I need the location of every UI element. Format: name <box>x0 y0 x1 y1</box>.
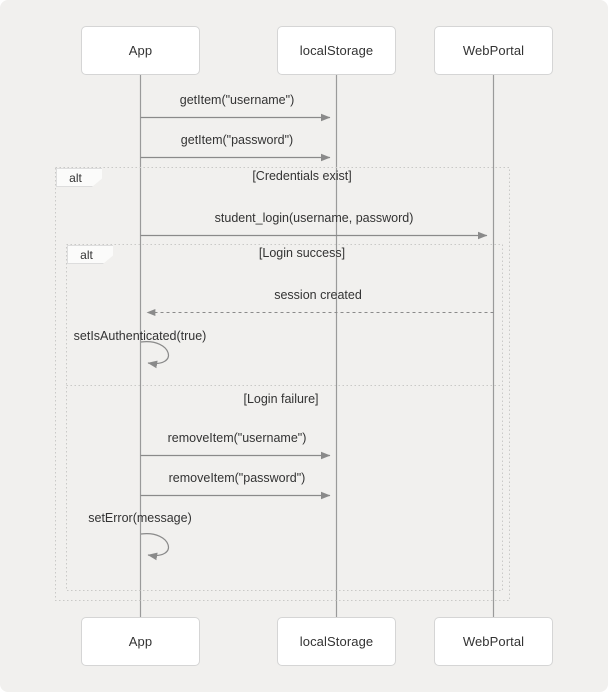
participant-box-app-top[interactable]: App <box>81 26 200 75</box>
fragment-alt-outer <box>55 167 510 601</box>
fragment-condition-credentials-exist: [Credentials exist] <box>252 169 352 183</box>
participant-box-webportal-top[interactable]: WebPortal <box>434 26 553 75</box>
message-arrow-set-error <box>140 533 169 561</box>
fragment-tag-alt-outer-label: alt <box>69 170 82 185</box>
fragment-tag-alt-inner-label: alt <box>80 247 93 262</box>
fragment-condition-login-success: [Login success] <box>258 246 346 260</box>
message-label-getitem-username: getItem("username") <box>179 93 295 107</box>
participant-box-localstorage-top[interactable]: localStorage <box>277 26 396 75</box>
participant-label-localstorage-top: localStorage <box>299 43 374 58</box>
participant-label-localstorage-bottom: localStorage <box>299 634 374 649</box>
message-arrows <box>140 113 494 561</box>
message-label-removeitem-username: removeItem("username") <box>167 431 307 445</box>
message-label-getitem-password: getItem("password") <box>180 133 294 147</box>
fragment-condition-login-failure: [Login failure] <box>243 392 319 406</box>
message-label-removeitem-password: removeItem("password") <box>168 471 306 485</box>
participant-label-app-bottom: App <box>128 634 153 649</box>
participant-label-app-top: App <box>128 43 153 58</box>
participant-box-app-bottom[interactable]: App <box>81 617 200 666</box>
lifelines <box>139 75 495 617</box>
message-label-student-login: student_login(username, password) <box>214 211 414 225</box>
message-label-session-created: session created <box>274 288 362 302</box>
participant-box-localstorage-bottom[interactable]: localStorage <box>277 617 396 666</box>
message-label-set-is-authenticated: setIsAuthenticated(true) <box>73 329 207 343</box>
participant-box-webportal-bottom[interactable]: WebPortal <box>434 617 553 666</box>
message-label-set-error: setError(message) <box>88 511 192 525</box>
message-arrow-set-is-authenticated <box>140 341 169 369</box>
participant-label-webportal-bottom: WebPortal <box>462 634 525 649</box>
participant-label-webportal-top: WebPortal <box>462 43 525 58</box>
fragment-tag-alt-outer: alt <box>56 168 102 187</box>
fragment-tag-alt-inner: alt <box>67 245 113 264</box>
fragment-alt-inner <box>66 244 503 591</box>
